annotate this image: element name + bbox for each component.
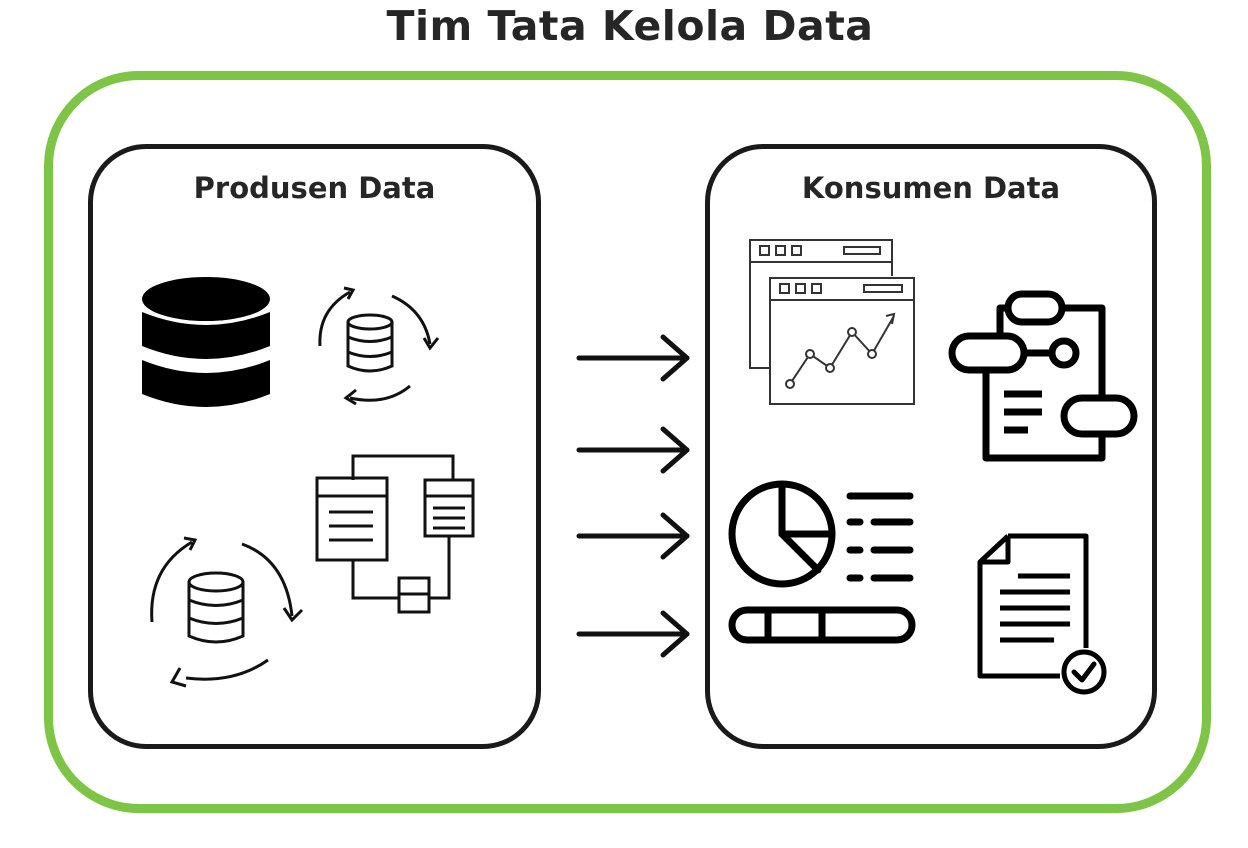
producer-panel: Produsen Data	[88, 144, 541, 749]
flow-arrow	[576, 610, 690, 658]
process-clipboard-icon	[948, 290, 1138, 462]
analytics-dashboard-icon	[749, 239, 915, 405]
page-title: Tim Tata Kelola Data	[386, 2, 874, 50]
database-icon	[142, 277, 270, 407]
flow-arrow	[576, 426, 690, 474]
data-flow-icon	[315, 454, 475, 614]
database-sync-icon	[318, 286, 440, 406]
consumer-title: Konsumen Data	[801, 171, 1061, 205]
producer-title: Produsen Data	[193, 171, 436, 205]
flow-arrow	[576, 512, 690, 560]
pie-chart-report-icon	[728, 480, 916, 644]
consumer-panel: Konsumen Data	[705, 144, 1157, 749]
team-frame	[44, 71, 1211, 813]
database-sync-icon	[150, 536, 304, 688]
flow-arrow	[576, 334, 690, 382]
approved-document-icon	[977, 533, 1107, 695]
